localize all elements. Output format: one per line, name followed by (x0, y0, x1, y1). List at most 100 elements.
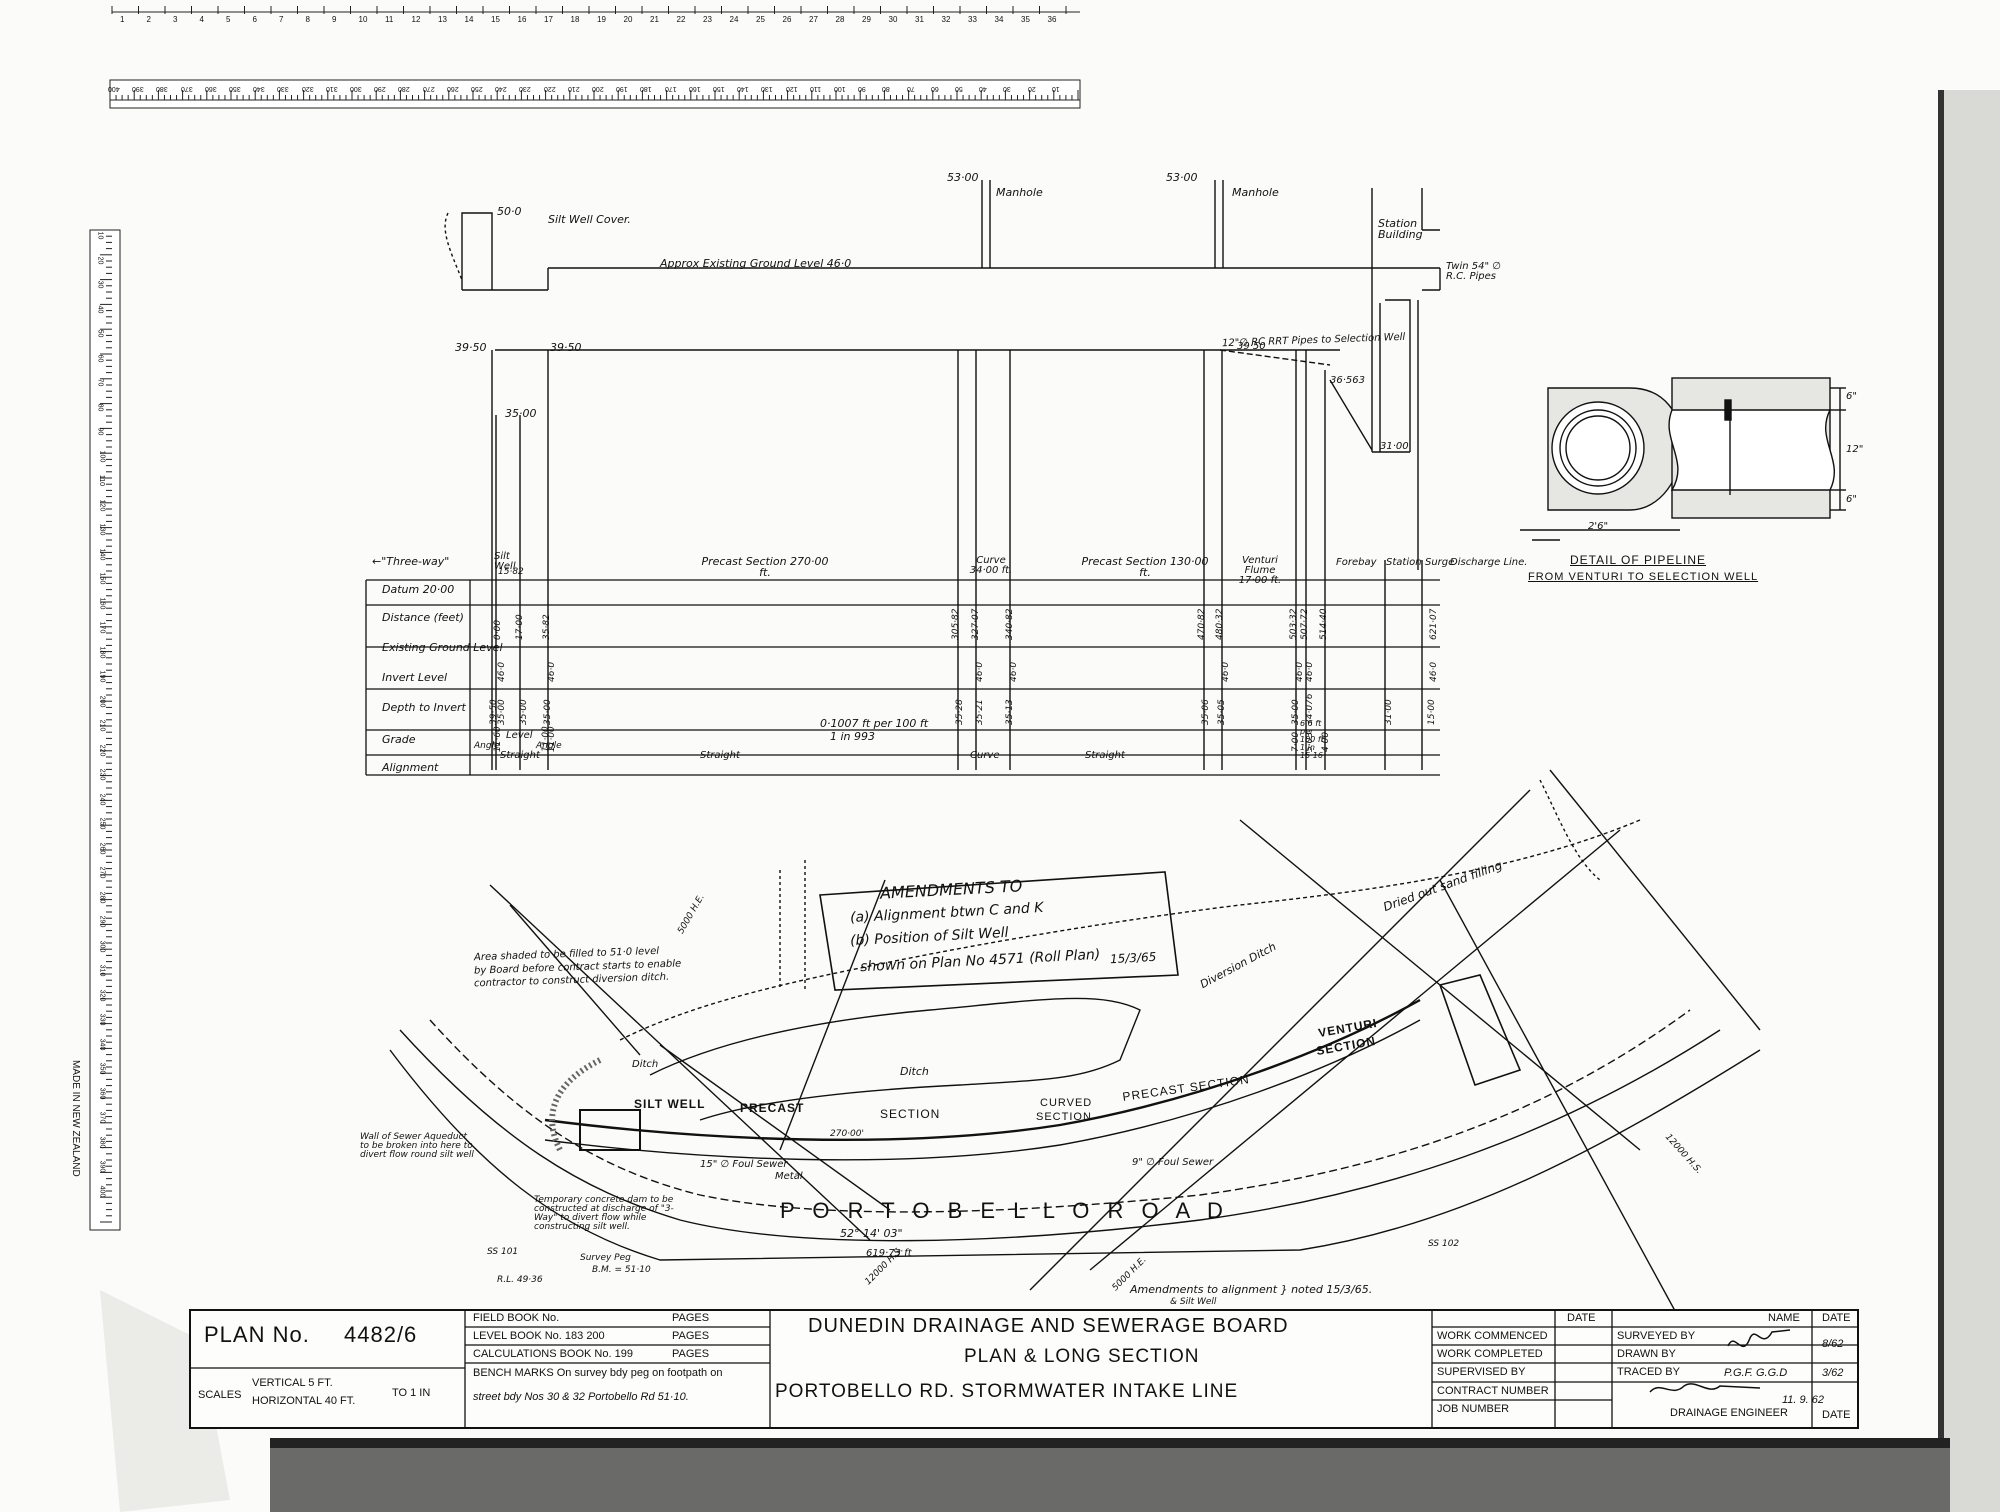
ruler-number: 200 (98, 695, 106, 707)
ruler-number: 26 (782, 15, 792, 24)
scan-edge-bottom (270, 1438, 1950, 1512)
table-value: 35·00 (497, 699, 507, 725)
table-header-precast-1: Precast Section 270·00 ft. (701, 555, 829, 579)
ruler-number: 100 (834, 85, 846, 92)
ruler-number: 24 (729, 15, 739, 24)
drawn-date: 8/62 (1822, 1338, 1844, 1350)
scan-edge-line (1938, 90, 1944, 1512)
ruler-number: 110 (98, 474, 106, 487)
station-building-label: Station Building (1378, 217, 1423, 241)
ruler-number: 100 (98, 450, 106, 462)
ruler-number: 3 (173, 15, 178, 24)
job-number: JOB NUMBER (1437, 1403, 1510, 1415)
plan-distance: 619·73 ft (866, 1248, 912, 1259)
ruler-number: 240 (495, 85, 507, 92)
ruler-number: 380 (98, 1136, 106, 1148)
level-book: LEVEL BOOK No. 183 200 (473, 1330, 605, 1342)
ruler-number: 180 (98, 646, 106, 658)
ruler-number: 7 (279, 15, 284, 24)
ruler-number: 110 (809, 85, 821, 92)
ruler-number: 390 (98, 1160, 106, 1173)
level-label: 53·00 (947, 171, 979, 184)
dim-bottom: 6" (1846, 494, 1857, 505)
ruler-number: 80 (882, 85, 891, 92)
plan-metal: Metal (775, 1171, 803, 1182)
plan-wall-note: Wall of Sewer Aqueduct to be broken into… (360, 1132, 474, 1160)
traced-by: TRACED BY (1617, 1366, 1680, 1378)
row-label-grade: Grade (382, 733, 416, 746)
long-section-profile (444, 180, 1441, 770)
plan-section: SECTION (880, 1107, 941, 1121)
table-value: 480·32 (1215, 608, 1225, 641)
ruler-number: 11 (385, 15, 394, 24)
ruler-number: 14 (464, 15, 474, 24)
silt-well-length: 15·82 (498, 567, 524, 577)
ruler-number: 10 (1051, 85, 1060, 92)
ruler-number: 70 (906, 85, 915, 92)
ruler-number: 8 (305, 15, 310, 24)
table-value: 46·0 (497, 661, 507, 682)
ruler-number: 200 (592, 85, 604, 92)
work-completed: WORK COMPLETED (1437, 1348, 1543, 1360)
table-header-curve: Curve 34·00 ft. (969, 555, 1013, 576)
plan-ss101: SS 101 (487, 1247, 519, 1257)
board-name: DUNEDIN DRAINAGE AND SEWERAGE BOARD (808, 1315, 1289, 1337)
plan-foul-sewer-15: 15" ∅ Foul Sewer (700, 1159, 788, 1170)
table-value: 46·0 (1305, 661, 1315, 682)
alignment-angle: Angle (474, 741, 500, 751)
alignment-straight: Straight (500, 750, 540, 761)
dim-mid: 12" (1846, 444, 1864, 455)
row-label-ground: Existing Ground Level (382, 641, 503, 654)
ruler-number: 15 (491, 15, 500, 24)
plan-curved: CURVED (1040, 1097, 1093, 1109)
level-label: 50·0 (497, 205, 522, 218)
grade-bottom: 1 in 993 (830, 730, 876, 743)
ruler-number: 30 (96, 280, 104, 289)
ruler-number: 150 (98, 572, 106, 585)
ruler-number: 340 (253, 85, 265, 92)
table-value: 46·0 (1221, 661, 1231, 682)
ruler-number: 10 (358, 15, 368, 24)
ruler-number: 50 (96, 329, 104, 338)
silt-well-cover-label: Silt Well Cover. (548, 213, 631, 226)
ruler-number: 23 (703, 15, 712, 24)
level-label: 39·50 (1237, 341, 1266, 352)
ruler-number: 34 (994, 15, 1004, 24)
table-value: 621·07 (1429, 608, 1439, 641)
ruler-number: 17 (544, 15, 553, 24)
ruler-number: 21 (650, 15, 659, 24)
ruler-number: 270 (422, 85, 435, 92)
section-table-grid (365, 579, 1440, 776)
pages-label: PAGES (672, 1348, 710, 1360)
table-value: 17·00 (515, 614, 525, 640)
pipeline-detail-drawing (1520, 377, 1846, 541)
table-value: 46·0 (1429, 661, 1439, 682)
ruler-number: 29 (862, 15, 871, 24)
ruler-number: 290 (98, 915, 106, 928)
table-header-station: Station (1386, 557, 1422, 568)
ruler-number: 390 (132, 85, 144, 92)
ruler-number: 400 (108, 85, 120, 92)
ruler-number: 9 (332, 15, 337, 24)
ruler-number: 140 (737, 85, 749, 92)
row-label-invert: Invert Level (382, 671, 448, 684)
plan-road-name: P O R T O B E L L O R O A D (780, 1198, 1229, 1223)
ruler-number: 120 (98, 499, 106, 511)
field-book: FIELD BOOK No. (473, 1312, 560, 1324)
ruler-number: 270 (98, 866, 106, 879)
table-value: 305·82 (951, 608, 961, 641)
ruler-number: 5 (226, 15, 231, 24)
traced-date: 3/62 (1822, 1367, 1844, 1379)
plan-chainage: 270·00' (830, 1129, 864, 1139)
ruler-number: 360 (204, 85, 217, 92)
table-value: 46·0 (1009, 661, 1019, 682)
ruler-number: 19 (597, 15, 606, 24)
plan-silt-well: SILT WELL (634, 1097, 706, 1111)
table-header-forebay: Forebay (1336, 557, 1377, 568)
table-value: 327·07 (971, 608, 981, 641)
table-header-precast-2: Precast Section 130·00 ft. (1081, 555, 1209, 579)
ruler-number: 30 (1003, 85, 1012, 92)
row-label-depth: Depth to Invert (382, 701, 466, 714)
ruler-number: 220 (98, 744, 106, 756)
manhole-label: Manhole (996, 186, 1043, 199)
